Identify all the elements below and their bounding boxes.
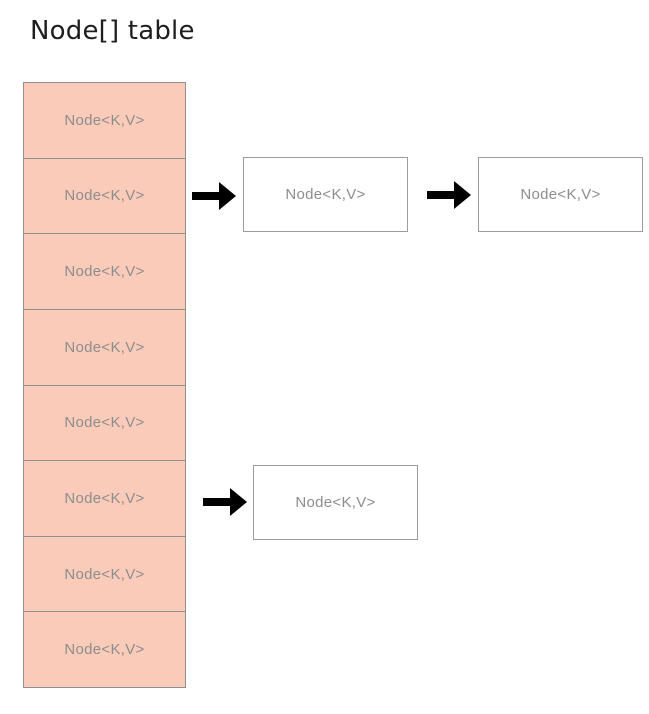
chain-node-1-0: Node<K,V> — [243, 157, 408, 232]
diagram-title: Node[] table — [30, 16, 195, 46]
array-bucket-6: Node<K,V> — [24, 536, 185, 613]
bucket-label: Node<K,V> — [64, 414, 145, 432]
bucket-label: Node<K,V> — [64, 338, 145, 356]
bucket-label: Node<K,V> — [64, 111, 145, 129]
bucket-label: Node<K,V> — [64, 641, 145, 659]
array-bucket-0: Node<K,V> — [24, 83, 185, 159]
right-arrow-icon — [427, 177, 471, 213]
chain-node-5-0: Node<K,V> — [253, 465, 418, 540]
array-bucket-7: Node<K,V> — [24, 612, 185, 687]
bucket-label: Node<K,V> — [64, 565, 145, 583]
bucket-label: Node<K,V> — [64, 187, 145, 205]
chain-node-label: Node<K,V> — [295, 494, 376, 511]
array-bucket-1: Node<K,V> — [24, 158, 185, 235]
right-arrow-icon — [203, 484, 247, 520]
array-bucket-5: Node<K,V> — [24, 461, 185, 537]
array-bucket-4: Node<K,V> — [24, 385, 185, 462]
chain-node-1-1: Node<K,V> — [478, 157, 643, 232]
chain-node-label: Node<K,V> — [285, 186, 366, 203]
right-arrow-icon — [192, 178, 236, 214]
chain-node-label: Node<K,V> — [520, 186, 601, 203]
bucket-label: Node<K,V> — [64, 263, 145, 281]
array-bucket-2: Node<K,V> — [24, 234, 185, 310]
bucket-label: Node<K,V> — [64, 489, 145, 507]
node-array-table: Node<K,V> Node<K,V> Node<K,V> Node<K,V> … — [23, 82, 186, 688]
array-bucket-3: Node<K,V> — [24, 309, 185, 386]
